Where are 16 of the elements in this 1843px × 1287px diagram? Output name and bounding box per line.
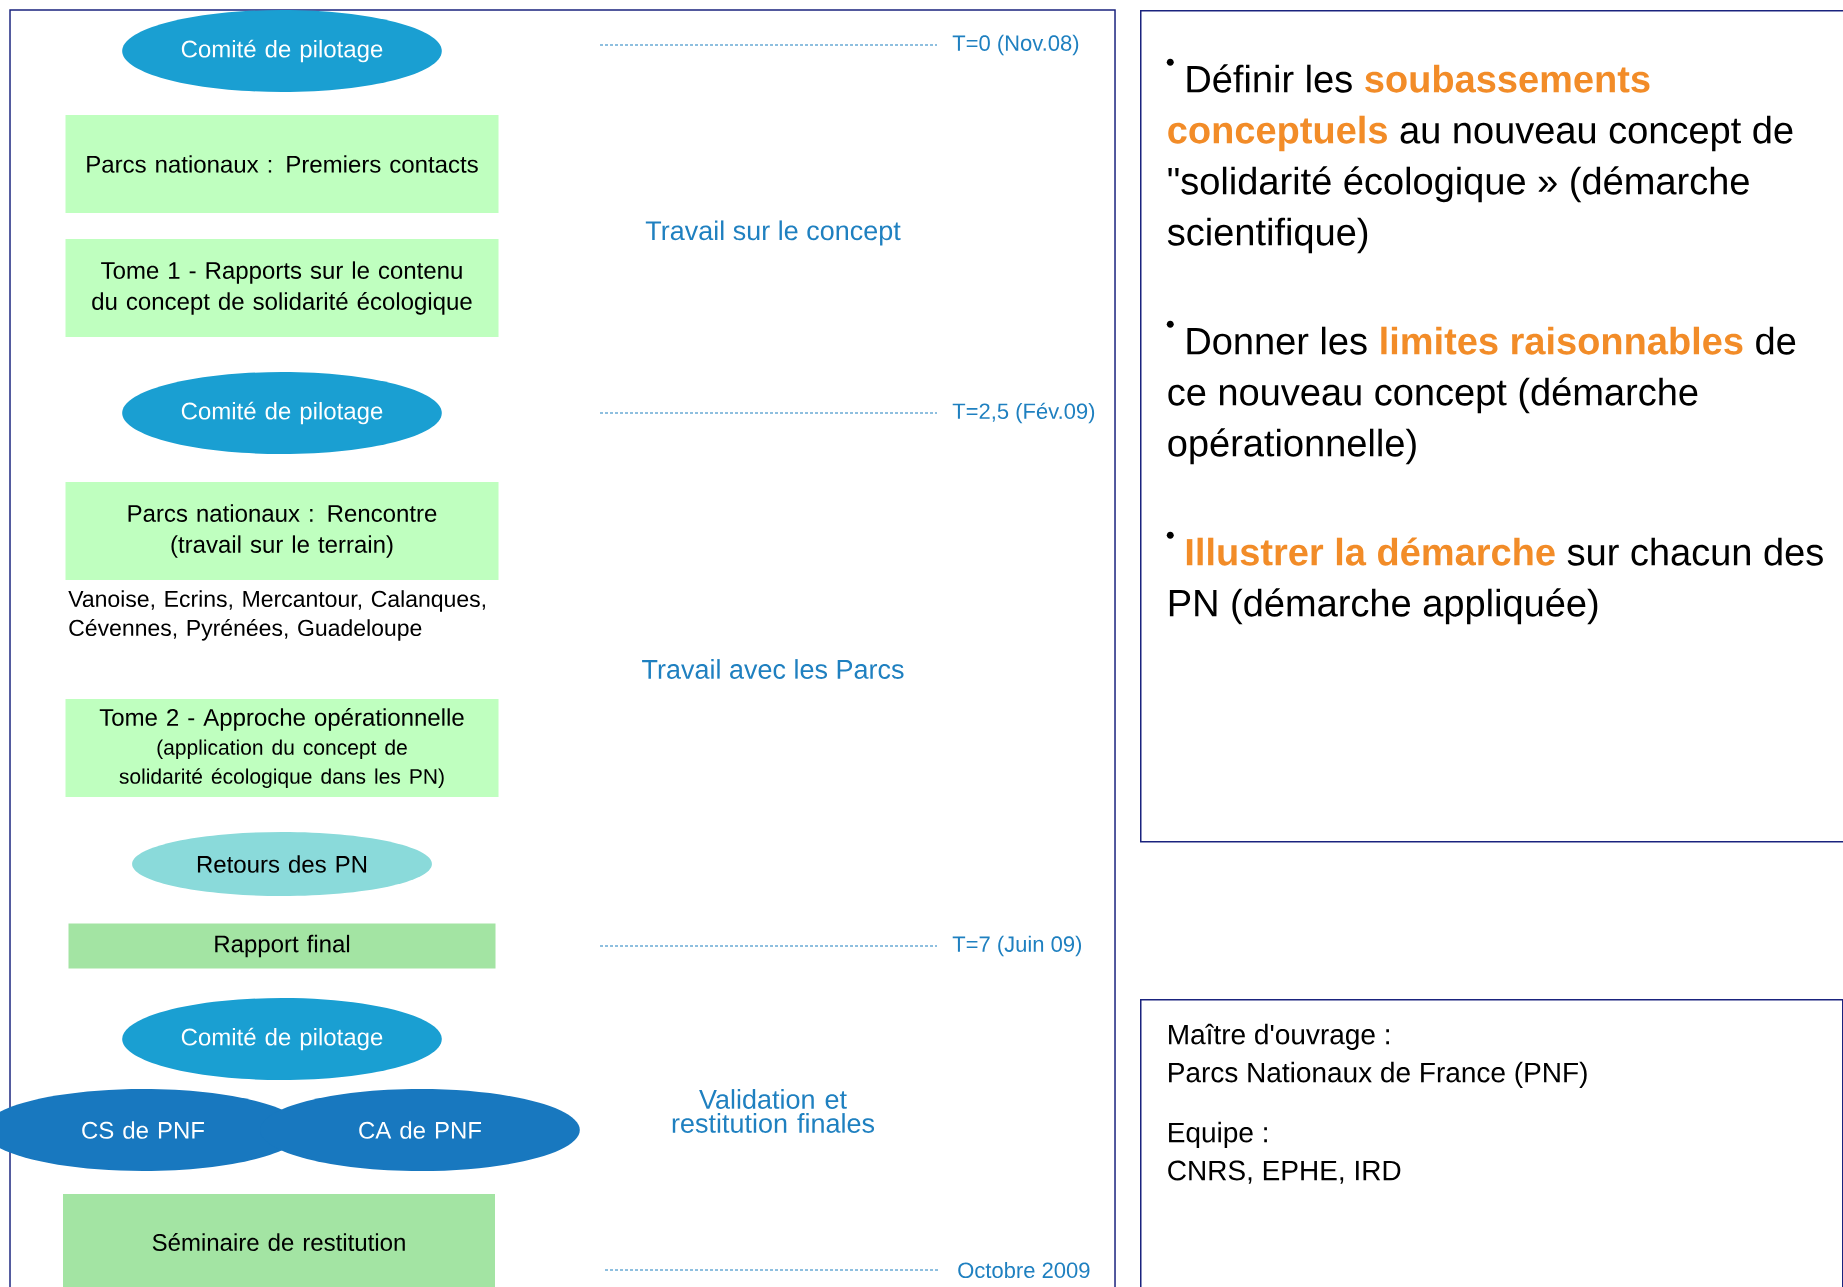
milestone-label: T=0 (Nov.08)	[952, 34, 1079, 56]
process-box: Parcs nationaux : Premiers contacts	[65, 115, 499, 213]
milestone-label: Octobre 2009	[958, 1261, 1090, 1279]
milestone-label: T=2,5 (Fév.09)	[952, 402, 1095, 424]
process-box: Tome 2 - Approche opérationnelle (application du concept de solidarité écologique dans les PN)	[65, 699, 499, 797]
park-list: Vanoise, Ecrins, Mercantour, Calanques, Cévennes, Pyrénées, Guadeloupe	[68, 590, 485, 641]
process-box: Tome 1 - Rapports sur le contenu du concept de solidarité écologique	[65, 239, 499, 337]
phase-label: Travail avec les Parcs	[642, 659, 904, 679]
info-panel: Maître d'ouvrage : Parcs Nationaux de France (PNF) Equipe : CNRS, EPHE, IRD	[1140, 999, 1843, 1287]
process-box: Parcs nationaux : Rencontre (travail sur le terrain)	[65, 482, 499, 580]
phase-label: Validation et restitution finales	[672, 1089, 875, 1133]
seminar-box: Séminaire de restitution	[63, 1194, 495, 1287]
phase-label: Travail sur le concept	[645, 220, 901, 246]
objectives-panel: Définir les soubassements conceptuels au nouveau concept de "solidarité écologique » (démarche scientifique) Donner les limites raisonnables de ce nouveau concept (démarche opérationnelle) Illustrer la démarche sur chacun des PN (démarche appliquée)	[1140, 10, 1843, 843]
milestone-label: T=7 (Juin 09)	[952, 935, 1082, 957]
report-box: Rapport final	[68, 923, 496, 969]
